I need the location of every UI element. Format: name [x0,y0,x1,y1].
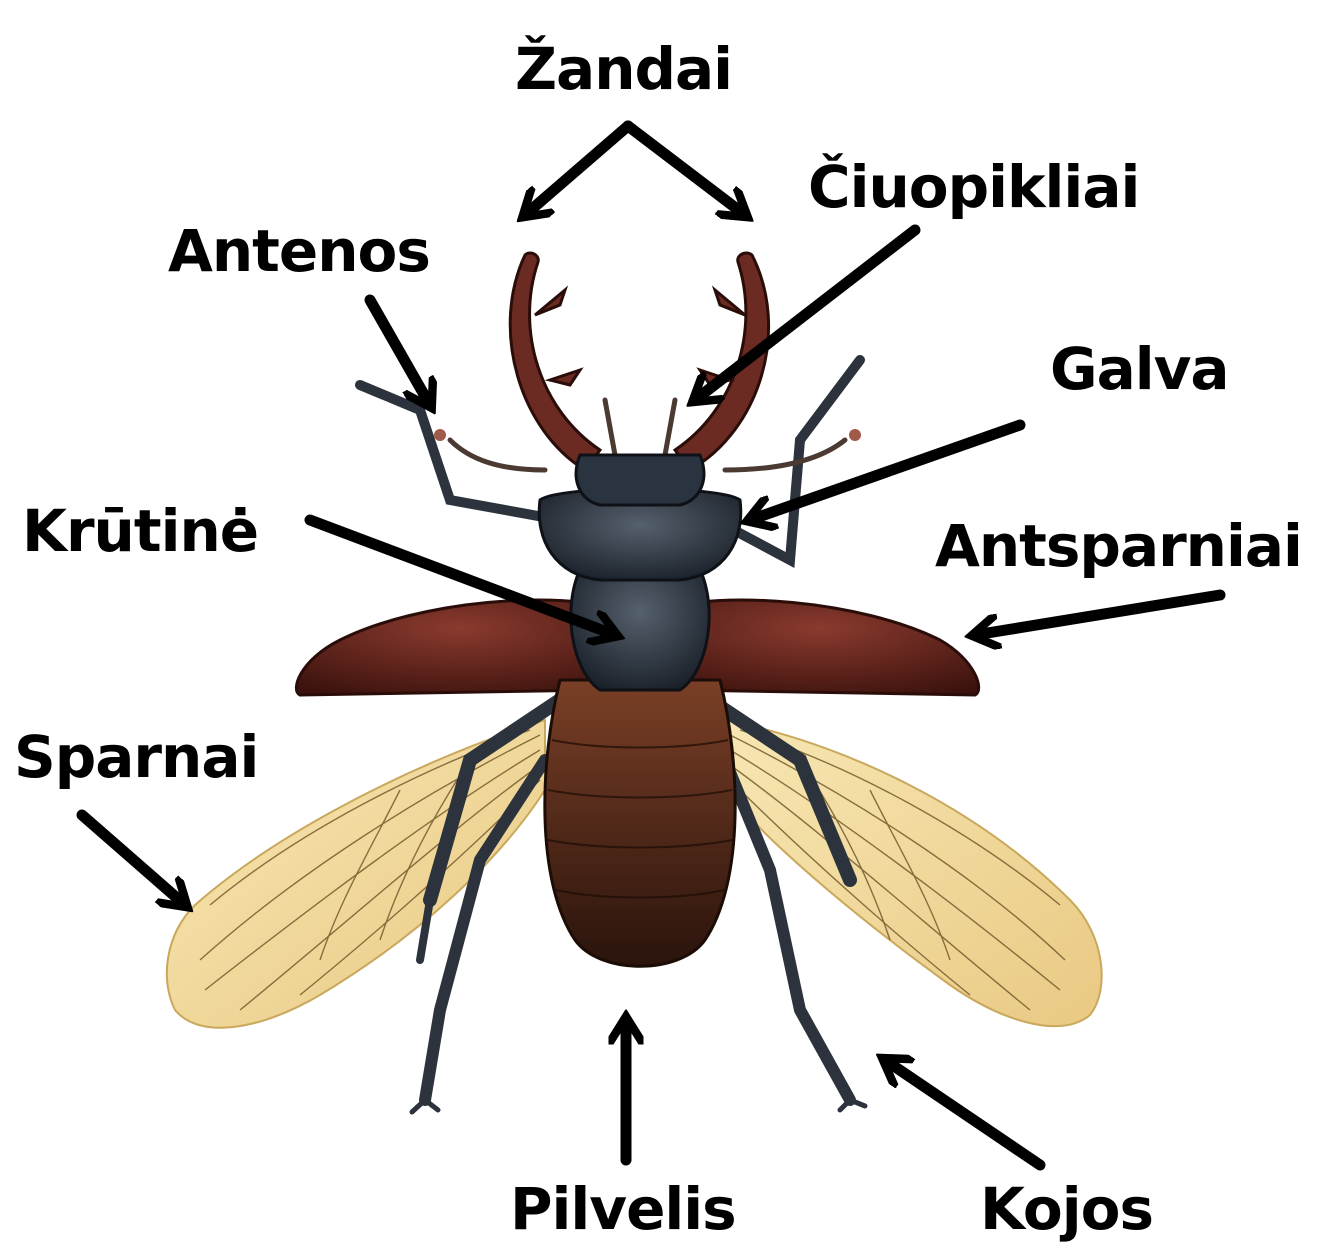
label-thorax: Krūtinė [22,502,258,560]
label-mandibles: Žandai [515,40,732,98]
mandibles-arrow-right [628,126,745,215]
label-head: Galva [1050,340,1229,398]
antennae-arrow [370,300,430,405]
label-palps: Čiuopikliai [808,158,1139,216]
palps-arrow [695,230,915,400]
label-legs: Kojos [980,1180,1153,1238]
label-elytra: Antsparniai [935,517,1302,575]
label-wings: Sparnai [14,728,258,786]
label-abdomen: Pilvelis [510,1180,736,1238]
thorax-arrow [310,520,615,635]
elytra-arrow [975,595,1220,635]
mandibles-arrow-left [525,126,628,215]
label-antennae: Antenos [168,222,430,280]
wings-arrow [82,815,185,905]
head-arrow [750,425,1020,520]
legs-arrow [885,1060,1040,1165]
